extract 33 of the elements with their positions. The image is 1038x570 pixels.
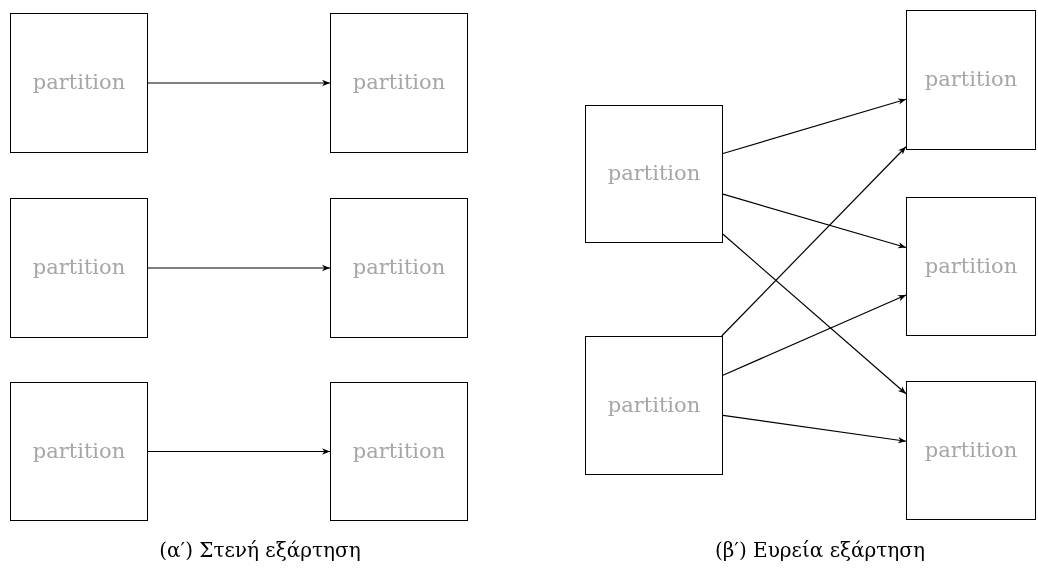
node-label: partition bbox=[924, 252, 1018, 280]
subfigure-caption: (α′) Στενή εξάρτηση bbox=[159, 537, 361, 564]
arrow bbox=[722, 414, 907, 444]
partition-box bbox=[585, 105, 723, 243]
arrow bbox=[147, 448, 331, 455]
arrow bbox=[722, 193, 907, 249]
arrow bbox=[721, 146, 907, 337]
node-label: partition bbox=[924, 436, 1018, 464]
partition-box bbox=[906, 381, 1036, 520]
partition-box bbox=[906, 10, 1036, 150]
node-label: partition bbox=[352, 437, 446, 465]
node-label: partition bbox=[32, 254, 126, 282]
subfigure-caption: (β′) Ευρεία εξάρτηση bbox=[715, 537, 925, 564]
node-label: partition bbox=[352, 254, 446, 282]
partition-box bbox=[330, 198, 468, 338]
arrow bbox=[147, 264, 331, 272]
node-label: partition bbox=[352, 69, 446, 97]
partition-box bbox=[10, 198, 148, 338]
node-label: partition bbox=[607, 160, 701, 188]
partition-box bbox=[906, 197, 1036, 336]
partition-box bbox=[585, 336, 723, 475]
partition-box bbox=[330, 382, 468, 521]
arrow bbox=[722, 98, 907, 155]
node-label: partition bbox=[607, 391, 701, 419]
arrow bbox=[147, 79, 331, 87]
node-label: partition bbox=[32, 69, 126, 97]
node-label: partition bbox=[924, 66, 1018, 94]
partition-box bbox=[10, 382, 148, 521]
partition-box bbox=[330, 13, 468, 153]
arrow bbox=[722, 294, 907, 376]
partition-box bbox=[10, 13, 148, 153]
node-label: partition bbox=[32, 437, 126, 465]
arrow bbox=[722, 233, 907, 395]
